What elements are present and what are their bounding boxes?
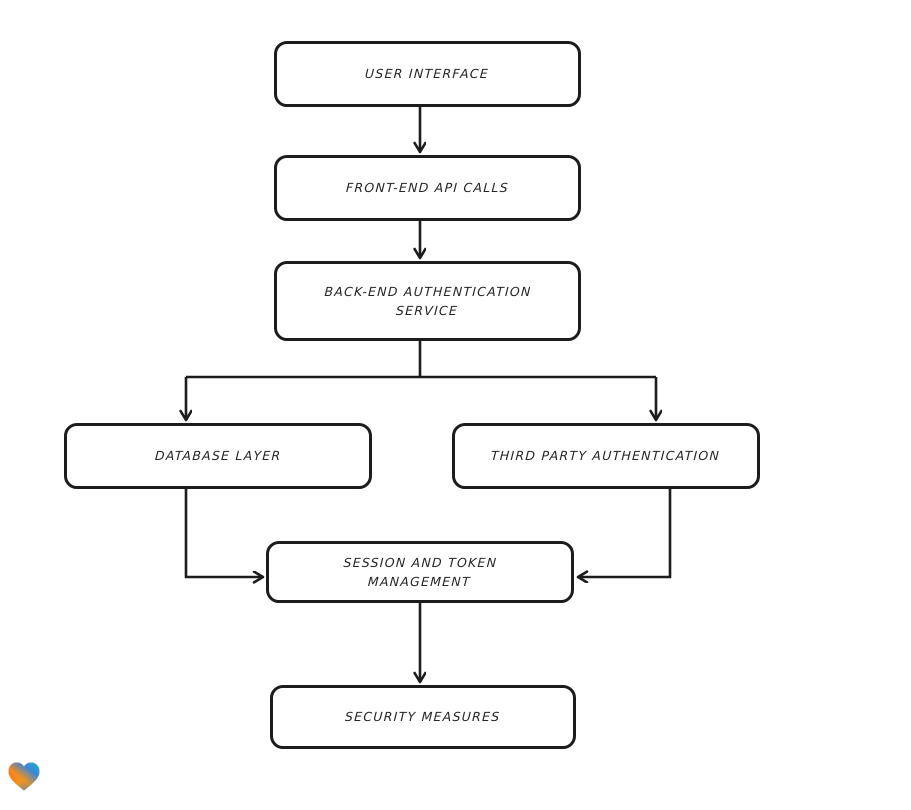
node-session-token-mgmt[interactable]: Session and Token Management [266, 541, 574, 603]
node-database-layer-label: Database Layer [154, 448, 282, 464]
node-front-end-api-calls-label: Front-End API Calls [345, 180, 510, 196]
node-database-layer[interactable]: Database Layer [64, 423, 372, 489]
node-user-interface-label: User Interface [365, 66, 490, 82]
edge-thirdparty-to-session [578, 489, 672, 577]
node-back-end-auth-service[interactable]: Back-End Authentication Service [274, 261, 581, 341]
node-third-party-auth[interactable]: Third Party Authentication [452, 423, 760, 489]
edge-database-to-session [184, 489, 263, 577]
node-back-end-auth-service-label: Back-End Authentication Service [324, 283, 532, 318]
heart-icon [8, 762, 40, 791]
node-security-measures-label: Security Measures [344, 709, 502, 725]
node-user-interface[interactable]: User Interface [274, 41, 581, 107]
node-session-token-mgmt-label: Session and Token Management [343, 554, 498, 589]
node-security-measures[interactable]: Security Measures [270, 685, 576, 749]
node-front-end-api-calls[interactable]: Front-End API Calls [274, 155, 581, 221]
node-third-party-auth-label: Third Party Authentication [491, 448, 721, 464]
